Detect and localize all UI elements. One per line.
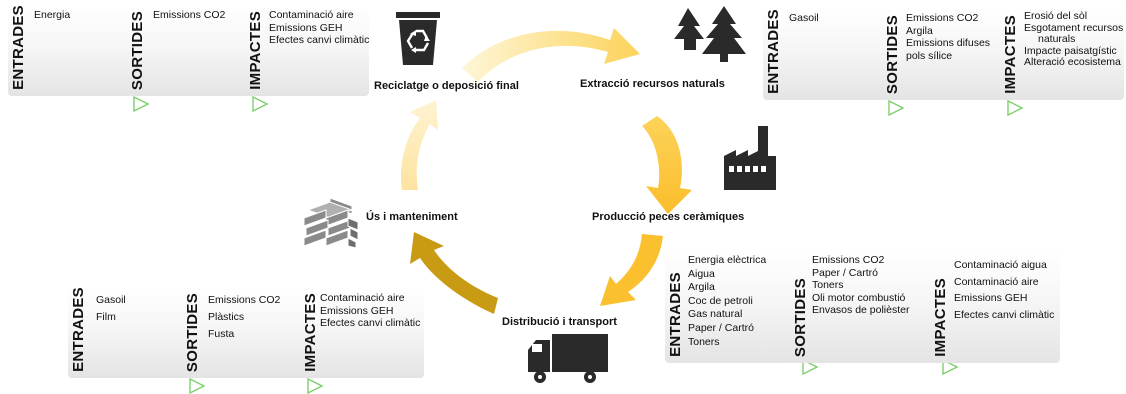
production-entrades-item: Toners — [688, 335, 720, 348]
stage-distribution: Distribució i transport — [502, 316, 617, 328]
production-entrades-item: Energia elèctrica — [688, 254, 767, 266]
extract-impactes-box: IMPACTES Erosió del sòl Esgotament recur… — [1000, 8, 1124, 100]
use-impactes-item: Efectes canvi climàtic — [320, 317, 421, 329]
use-impactes-box: IMPACTES Contaminació aire Emissions GEH… — [300, 286, 424, 378]
recycle-impactes-label: IMPACTES — [247, 11, 264, 90]
stage-extract: Extracció recursos naturals — [580, 78, 725, 90]
recycle-impactes-item: Emissions GEH — [269, 21, 343, 34]
production-entrades-item: Gas natural — [688, 308, 743, 321]
extract-entrades-label: ENTRADES — [765, 9, 782, 94]
extract-sortides-item: Argila — [906, 24, 933, 37]
use-sortides-label: SORTIDES — [184, 292, 201, 372]
production-entrades-box: ENTRADES Energia elèctrica Aigua Argila … — [665, 250, 819, 375]
arrow-recycle-to-extract — [462, 28, 640, 82]
recycle-sortides-label: SORTIDES — [129, 10, 146, 90]
production-sortides-item: Toners — [812, 279, 844, 291]
use-impactes-label: IMPACTES — [302, 293, 319, 372]
use-sortides-item: Plàstics — [208, 311, 245, 323]
trees-icon — [672, 6, 748, 67]
extract-impactes-item: naturals — [1038, 33, 1076, 46]
use-impactes-item: Contaminació aire — [320, 292, 405, 304]
extract-impactes-label: IMPACTES — [1002, 15, 1019, 94]
recycle-impactes-item: Contaminació aire — [269, 9, 354, 21]
production-entrades-item: Coc de petroli — [688, 294, 753, 307]
recycle-impactes-item: Efectes canvi climàtic — [269, 34, 370, 46]
production-entrades-item: Paper / Cartró — [688, 321, 754, 334]
extract-impactes-item: Erosió del sòl — [1024, 10, 1088, 22]
production-sortides-item: Oli motor combustió — [812, 291, 906, 304]
use-impactes-item: Emissions GEH — [320, 304, 394, 317]
recycle-entrades-label: ENTRADES — [10, 5, 27, 90]
production-entrades-item: Aigua — [688, 267, 715, 280]
use-sortides-item: Emissions CO2 — [208, 294, 281, 306]
extract-entrades-box: ENTRADES Gasoil — [763, 8, 905, 116]
production-impactes-item: Emissions GEH — [954, 292, 1028, 304]
recycle-impactes-box: IMPACTES Contaminació aire Emissions GEH… — [245, 5, 369, 96]
use-entrades-item: Gasoil — [96, 294, 126, 306]
extract-impactes-item: Impacte paisatgístic — [1024, 44, 1117, 57]
production-impactes-label: IMPACTES — [932, 278, 949, 357]
recycle-sortides-item: Emissions CO2 — [153, 9, 226, 21]
production-sortides-label: SORTIDES — [792, 277, 809, 357]
stage-recycle: Reciclatge o deposició final — [374, 80, 519, 92]
recycle-entrades-item: Energia — [34, 9, 71, 21]
arrow-extract-to-production — [642, 116, 692, 214]
recycle-entrades-box: ENTRADES Energia — [8, 5, 150, 112]
extract-impactes-item: Alteració ecosistema — [1024, 56, 1121, 69]
arrow-production-to-distribution — [600, 234, 663, 306]
use-sortides-item: Fusta — [208, 328, 235, 340]
production-entrades-item: Argila — [688, 281, 715, 294]
use-entrades-item: Film — [96, 311, 116, 323]
use-sortides-box: SORTIDES Emissions CO2 Plàstics Fusta — [182, 286, 324, 394]
production-sortides-box: SORTIDES Emissions CO2 Paper / Cartró To… — [790, 250, 959, 375]
use-entrades-box: ENTRADES Gasoil Film — [68, 286, 206, 394]
extract-sortides-box: SORTIDES Emissions CO2 Argila Emissions … — [882, 8, 1024, 116]
recycle-bin-icon — [395, 10, 441, 71]
production-impactes-item: Contaminació aigua — [954, 259, 1047, 271]
extract-sortides-label: SORTIDES — [884, 14, 901, 94]
production-sortides-item: Emissions CO2 — [812, 254, 885, 266]
recycle-sortides-box: SORTIDES Emissions CO2 — [127, 5, 269, 112]
production-sortides-item: Paper / Cartró — [812, 266, 878, 279]
production-impactes-item: Efectes canvi climàtic — [954, 308, 1055, 321]
use-entrades-label: ENTRADES — [70, 287, 87, 372]
extract-sortides-item: Emissions difuses — [906, 37, 991, 49]
production-impactes-item: Contaminació aire — [954, 275, 1039, 288]
stage-production: Producció peces ceràmiques — [592, 211, 745, 223]
extract-sortides-item: Emissions CO2 — [906, 12, 979, 24]
stage-use: Ús i manteniment — [366, 211, 458, 223]
extract-impactes-item: Esgotament recursos — [1024, 21, 1124, 34]
production-sortides-item: Envasos de polièster — [812, 304, 910, 316]
extract-sortides-item: pols sílice — [906, 49, 953, 62]
factory-icon — [722, 126, 778, 197]
extract-entrades-item: Gasoil — [789, 12, 819, 24]
cycle-arrows — [400, 28, 692, 314]
bricks-icon — [300, 196, 362, 259]
arrow-use-to-recycle — [400, 100, 438, 190]
arrow-distribution-to-use — [410, 232, 498, 314]
production-impactes-box: IMPACTES Contaminació aigua Contaminació… — [930, 250, 1060, 363]
production-entrades-label: ENTRADES — [667, 272, 684, 357]
truck-icon — [526, 332, 610, 389]
